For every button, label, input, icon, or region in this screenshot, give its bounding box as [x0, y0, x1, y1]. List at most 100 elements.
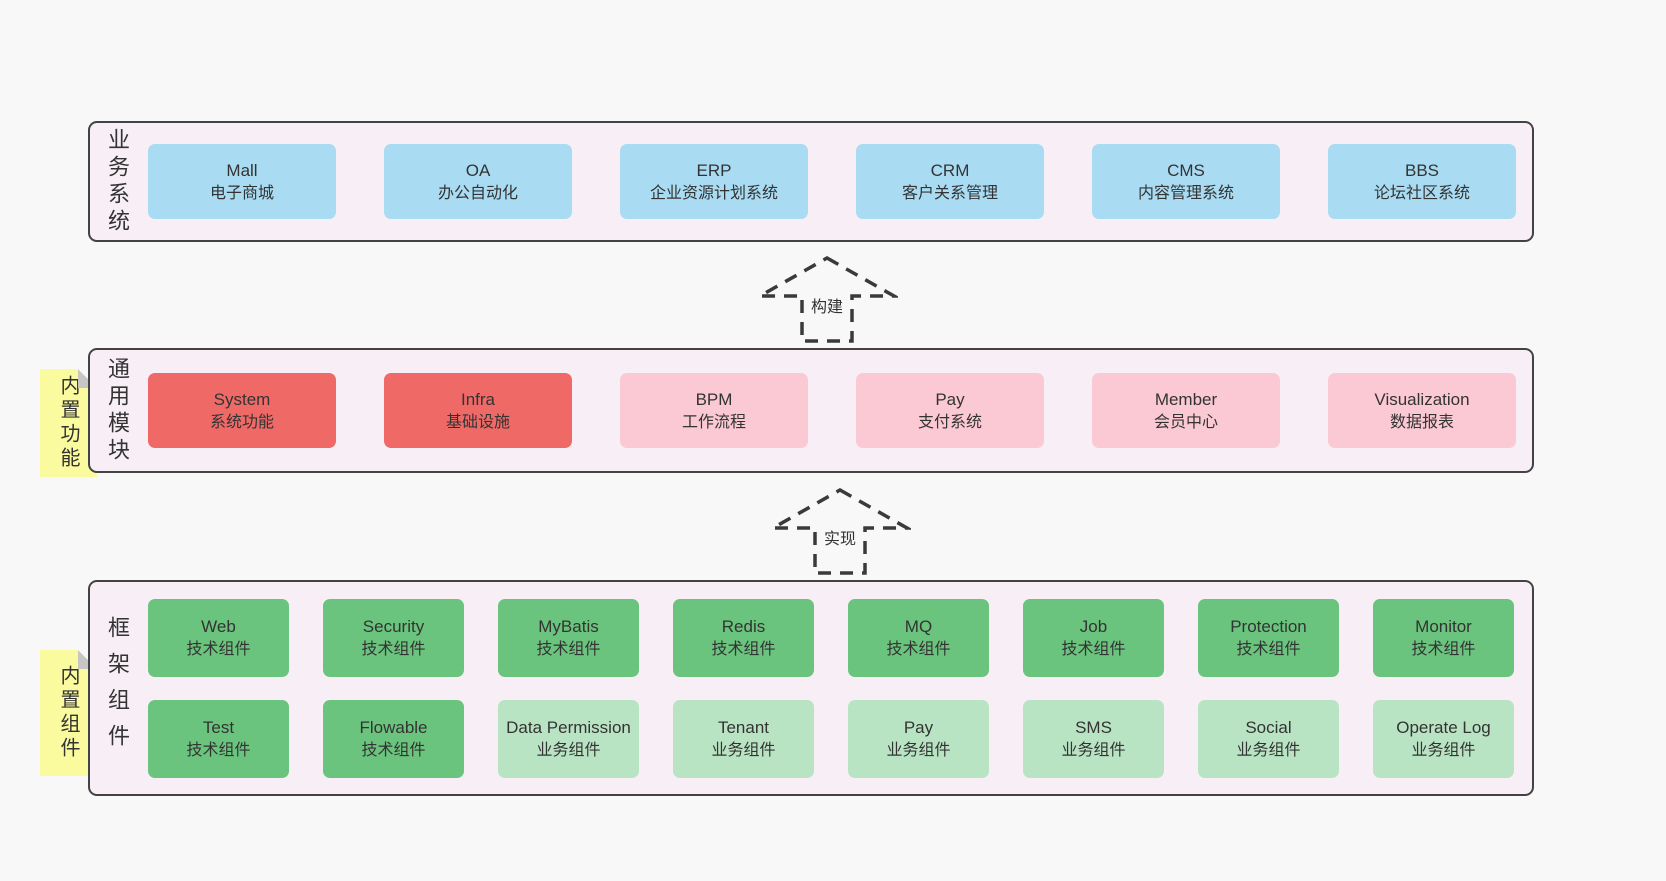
box-cms: CMS 内容管理系统 — [1092, 144, 1280, 219]
box-subtitle: 技术组件 — [536, 640, 601, 658]
box-title: Pay — [935, 389, 965, 409]
box-mybatis: MyBatis 技术组件 — [498, 598, 639, 677]
box-test: Test 技术组件 — [148, 699, 289, 778]
box-subtitle: 技术组件 — [711, 640, 776, 658]
box-title: BPM — [695, 389, 733, 409]
up-arrow-dashed-icon — [769, 487, 911, 575]
box-title: BBS — [1404, 160, 1440, 180]
box-subtitle: 论坛社区系统 — [1373, 184, 1470, 202]
box-erp: ERP 企业资源计划系统 — [620, 144, 808, 219]
common-modules-panel: 通用模块 System 系统功能 Infra 基础设施 BPM 工作流程 Pay… — [88, 348, 1534, 473]
box-mall: Mall 电子商城 — [148, 144, 336, 219]
box-subtitle: 业务组件 — [1411, 741, 1476, 759]
framework-components-panel: 框架组件 Web 技术组件 Security 技术组件 MyBatis 技术组件… — [88, 580, 1534, 796]
box-subtitle: 会员中心 — [1153, 413, 1218, 431]
box-subtitle: 企业资源计划系统 — [649, 184, 778, 202]
box-title: CRM — [930, 160, 970, 180]
box-subtitle: 电子商城 — [209, 184, 274, 202]
common-modules-label: 通用模块 — [90, 350, 144, 471]
box-subtitle: 基础设施 — [445, 413, 510, 431]
box-title: Visualization — [1374, 389, 1470, 409]
business-systems-panel: 业务系统 Mall 电子商城 OA 办公自动化 ERP 企业资源计划系统 CRM… — [88, 121, 1534, 242]
box-title: Web — [201, 616, 236, 636]
box-title: MQ — [904, 616, 933, 636]
box-subtitle: 数据报表 — [1389, 413, 1454, 431]
box-title: Protection — [1230, 616, 1307, 636]
box-data-permission: Data Permission 业务组件 — [498, 699, 639, 778]
implement-arrow-label: 实现 — [820, 525, 860, 549]
box-title: CMS — [1167, 160, 1205, 180]
box-title: Test — [202, 717, 235, 737]
box-subtitle: 内容管理系统 — [1137, 184, 1234, 202]
box-infra: Infra 基础设施 — [384, 373, 572, 448]
sticky-note-text: 内置功能 — [57, 375, 79, 471]
box-pay-component: Pay 业务组件 — [848, 699, 989, 778]
box-bbs: BBS 论坛社区系统 — [1328, 144, 1516, 219]
box-title: Redis — [721, 616, 766, 636]
box-title: ERP — [696, 160, 732, 180]
common-modules-label-text: 通用模块 — [105, 356, 130, 465]
box-pay: Pay 支付系统 — [856, 373, 1044, 448]
box-monitor: Monitor 技术组件 — [1373, 598, 1514, 677]
implement-arrow: 实现 — [769, 487, 911, 577]
box-subtitle: 客户关系管理 — [901, 184, 998, 202]
box-title: Flowable — [359, 717, 428, 737]
up-arrow-dashed-icon — [756, 255, 898, 343]
box-subtitle: 工作流程 — [681, 413, 746, 431]
box-subtitle: 技术组件 — [361, 741, 426, 759]
box-subtitle: 技术组件 — [1236, 640, 1301, 658]
sticky-note-text: 内置组件 — [57, 665, 79, 761]
box-subtitle: 技术组件 — [886, 640, 951, 658]
box-subtitle: 业务组件 — [1236, 741, 1301, 759]
build-arrow-label: 构建 — [807, 293, 847, 317]
box-subtitle: 技术组件 — [361, 640, 426, 658]
box-title: Mall — [226, 160, 258, 180]
box-member: Member 会员中心 — [1092, 373, 1280, 448]
build-arrow: 构建 — [756, 255, 898, 345]
box-tenant: Tenant 业务组件 — [673, 699, 814, 778]
framework-components-boxes: Web 技术组件 Security 技术组件 MyBatis 技术组件 Redi… — [144, 582, 1514, 794]
box-subtitle: 支付系统 — [917, 413, 982, 431]
box-sms: SMS 业务组件 — [1023, 699, 1164, 778]
box-redis: Redis 技术组件 — [673, 598, 814, 677]
box-visualization: Visualization 数据报表 — [1328, 373, 1516, 448]
framework-row-2: Test 技术组件 Flowable 技术组件 Data Permission … — [148, 699, 1514, 778]
box-job: Job 技术组件 — [1023, 598, 1164, 677]
box-subtitle: 业务组件 — [711, 741, 776, 759]
box-title: Pay — [903, 717, 934, 737]
box-subtitle: 技术组件 — [1411, 640, 1476, 658]
business-systems-label: 业务系统 — [90, 123, 144, 240]
box-subtitle: 业务组件 — [886, 741, 951, 759]
box-subtitle: 系统功能 — [209, 413, 274, 431]
box-title: Monitor — [1415, 616, 1472, 636]
box-crm: CRM 客户关系管理 — [856, 144, 1044, 219]
sticky-note-built-in-features: 内置功能 — [40, 369, 97, 477]
box-title: Social — [1245, 717, 1292, 737]
box-subtitle: 技术组件 — [1061, 640, 1126, 658]
framework-components-label: 框架组件 — [90, 582, 144, 794]
box-title: Member — [1154, 389, 1218, 409]
box-security: Security 技术组件 — [323, 598, 464, 677]
box-title: Data Permission — [506, 717, 631, 737]
box-subtitle: 技术组件 — [186, 640, 251, 658]
business-systems-label-text: 业务系统 — [105, 127, 130, 236]
box-web: Web 技术组件 — [148, 598, 289, 677]
box-bpm: BPM 工作流程 — [620, 373, 808, 448]
sticky-note-built-in-components: 内置组件 — [40, 650, 97, 776]
box-subtitle: 技术组件 — [186, 741, 251, 759]
box-title: System — [213, 389, 271, 409]
box-subtitle: 业务组件 — [536, 741, 601, 759]
box-title: Tenant — [717, 717, 770, 737]
box-system: System 系统功能 — [148, 373, 336, 448]
box-subtitle: 业务组件 — [1061, 741, 1126, 759]
box-operate-log: Operate Log 业务组件 — [1373, 699, 1514, 778]
box-subtitle: 办公自动化 — [437, 184, 518, 202]
framework-row-1: Web 技术组件 Security 技术组件 MyBatis 技术组件 Redi… — [148, 598, 1514, 677]
box-title: Operate Log — [1396, 717, 1491, 737]
box-title: SMS — [1075, 717, 1112, 737]
box-title: Infra — [460, 389, 496, 409]
box-social: Social 业务组件 — [1198, 699, 1339, 778]
box-flowable: Flowable 技术组件 — [323, 699, 464, 778]
box-mq: MQ 技术组件 — [848, 598, 989, 677]
box-title: OA — [465, 160, 491, 180]
